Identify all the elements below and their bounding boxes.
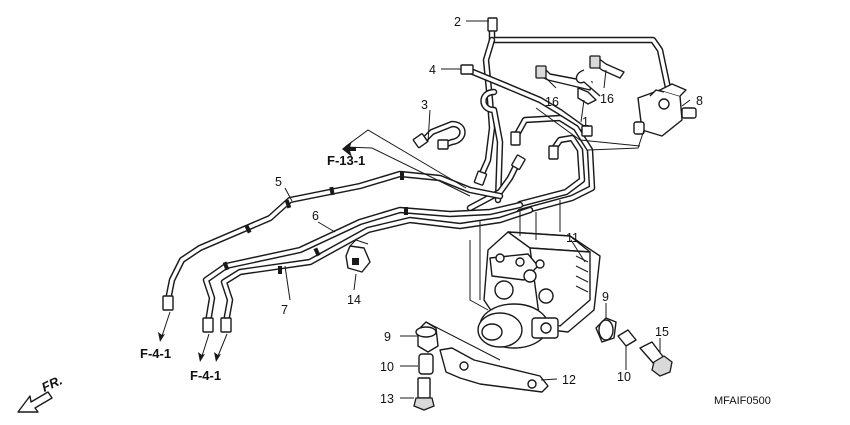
front-direction-indicator: FR. xyxy=(17,372,65,413)
callout-13: 13 xyxy=(380,392,394,406)
callout-11: 11 xyxy=(566,231,579,245)
abs-bracket xyxy=(439,347,549,393)
arrow-icon xyxy=(214,352,221,362)
callout-9-left: 9 xyxy=(384,330,391,344)
arrow-icon xyxy=(198,352,205,362)
ref-f-13-1: F-13-1 xyxy=(327,153,365,168)
callout-10-left: 10 xyxy=(380,360,394,374)
arrow-icon xyxy=(158,332,165,342)
callout-10-right: 10 xyxy=(617,370,631,384)
callout-14: 14 xyxy=(347,293,361,307)
callout-5: 5 xyxy=(275,175,282,189)
callout-9-right: 9 xyxy=(602,290,609,304)
callout-2: 2 xyxy=(454,15,461,29)
callout-8: 8 xyxy=(696,94,703,108)
callout-6: 6 xyxy=(312,209,319,223)
callout-1: 1 xyxy=(582,115,589,129)
three-way-joint xyxy=(633,83,697,137)
reference-arrows xyxy=(158,141,356,362)
front-arrow-icon xyxy=(17,391,53,413)
abs-modulator xyxy=(477,231,601,349)
callout-12: 12 xyxy=(562,373,576,387)
pipe-joints xyxy=(222,172,408,274)
diagram-code: MFAIF0500 xyxy=(714,395,771,407)
arrow-icon xyxy=(342,141,356,157)
pipe-clip xyxy=(345,239,371,273)
ref-f-4-1-right: F-4-1 xyxy=(190,368,221,383)
callout-3: 3 xyxy=(421,98,428,112)
callout-4: 4 xyxy=(429,63,436,77)
ref-f-4-1-left: F-4-1 xyxy=(140,346,171,361)
callout-16-right: 16 xyxy=(600,92,614,106)
callout-16-left: 16 xyxy=(545,95,559,109)
left-mount-parts xyxy=(413,321,439,411)
right-mount-parts xyxy=(595,317,673,377)
flare-nuts xyxy=(162,17,593,333)
callout-labels: 2 4 3 16 16 1 8 5 6 7 11 14 9 15 9 10 10… xyxy=(275,15,703,406)
front-label: FR. xyxy=(39,372,64,394)
callout-7: 7 xyxy=(281,303,288,317)
reference-labels: F-13-1 F-4-1 F-4-1 xyxy=(140,153,365,383)
joint-bolts xyxy=(535,55,625,105)
callout-15: 15 xyxy=(655,325,669,339)
